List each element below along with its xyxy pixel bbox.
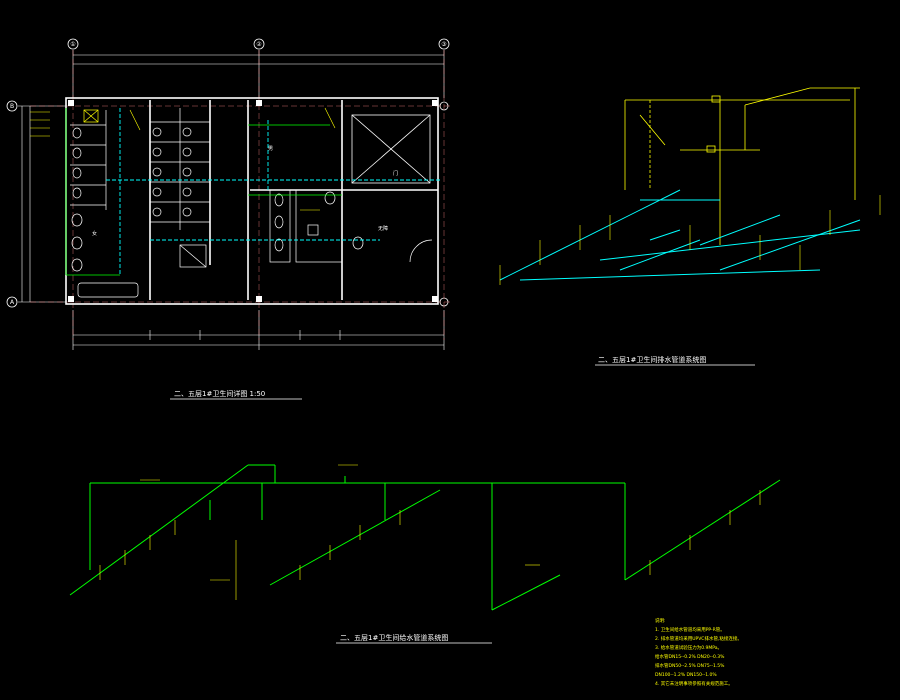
room-label-left: 女 [92, 230, 97, 237]
note-line-2: 2. 排水管道均采用UPVC排水管,粘接连接。 [655, 635, 742, 642]
right-fixtures [269, 189, 364, 263]
plan-top-dimensions [72, 50, 445, 98]
floor-plan: ① ② ③ B A [6, 38, 450, 400]
grid-bubbles-left: B A [6, 100, 18, 308]
plan-shaft [351, 114, 431, 184]
plan-grid-lines [30, 50, 450, 340]
note-line-0: 说明: [655, 617, 666, 624]
bathtub [77, 282, 139, 298]
note-line-3: 3. 给水管道试验压力为0.9MPa。 [655, 644, 722, 651]
room-label-stair: 门 [393, 170, 398, 177]
left-stalls [70, 109, 107, 210]
grid-bubbles-top: ① ② ③ [67, 38, 450, 50]
grid-axis-a: A [10, 299, 15, 306]
note-line-4: 给水管DN15--0.2% DN20--0.3% [655, 653, 725, 660]
plan-left-dimensions [18, 105, 66, 303]
supply-system-title: 二、五层1#卫生间给水管道系统图 [340, 633, 448, 642]
plan-annotations [30, 107, 336, 211]
drain-fixture-stubs [499, 195, 881, 285]
drain-system-diagram: 二、五层1#卫生间排水管道系统图 [499, 87, 881, 366]
plan-bottom-dimensions [72, 310, 445, 350]
note-line-1: 1. 卫生间给水管道均采用PP-R管。 [655, 626, 725, 633]
supply-fixture-stubs [99, 464, 761, 600]
grid-axis-2: ② [256, 41, 262, 48]
drain-system-title: 二、五层1#卫生间排水管道系统图 [598, 355, 706, 364]
note-line-6: DN100--1.2% DN150--1.0% [655, 672, 717, 678]
left-toilets [71, 127, 83, 272]
supply-main-pipes [69, 464, 781, 611]
note-line-5: 排水管DN50--2.5% DN75--1.5% [655, 662, 725, 669]
design-notes: 说明: 1. 卫生间给水管道均采用PP-R管。 2. 排水管道均采用UPVC排水… [655, 617, 742, 687]
door-swing [409, 239, 433, 263]
plan-columns [68, 100, 438, 302]
drain-vents [624, 87, 860, 245]
plan-drain-pipes [106, 108, 440, 275]
drain-pipes [499, 189, 861, 281]
room-label-mid: 男 [268, 146, 273, 152]
middle-stalls [150, 108, 210, 268]
grid-axis-1: ① [70, 41, 75, 48]
grid-axis-3: ③ [441, 41, 446, 48]
plan-title: 二、五层1#卫生间详图 1:50 [174, 389, 265, 398]
grid-axis-b: B [10, 103, 14, 110]
plan-supply-pipes [65, 108, 342, 276]
room-label-right: 无障 [378, 225, 388, 232]
plan-walls [65, 97, 439, 305]
supply-system-diagram: 二、五层1#卫生间给水管道系统图 [69, 464, 781, 644]
note-line-7: 4. 其它未注明事项参照有关规范施工。 [655, 680, 733, 687]
